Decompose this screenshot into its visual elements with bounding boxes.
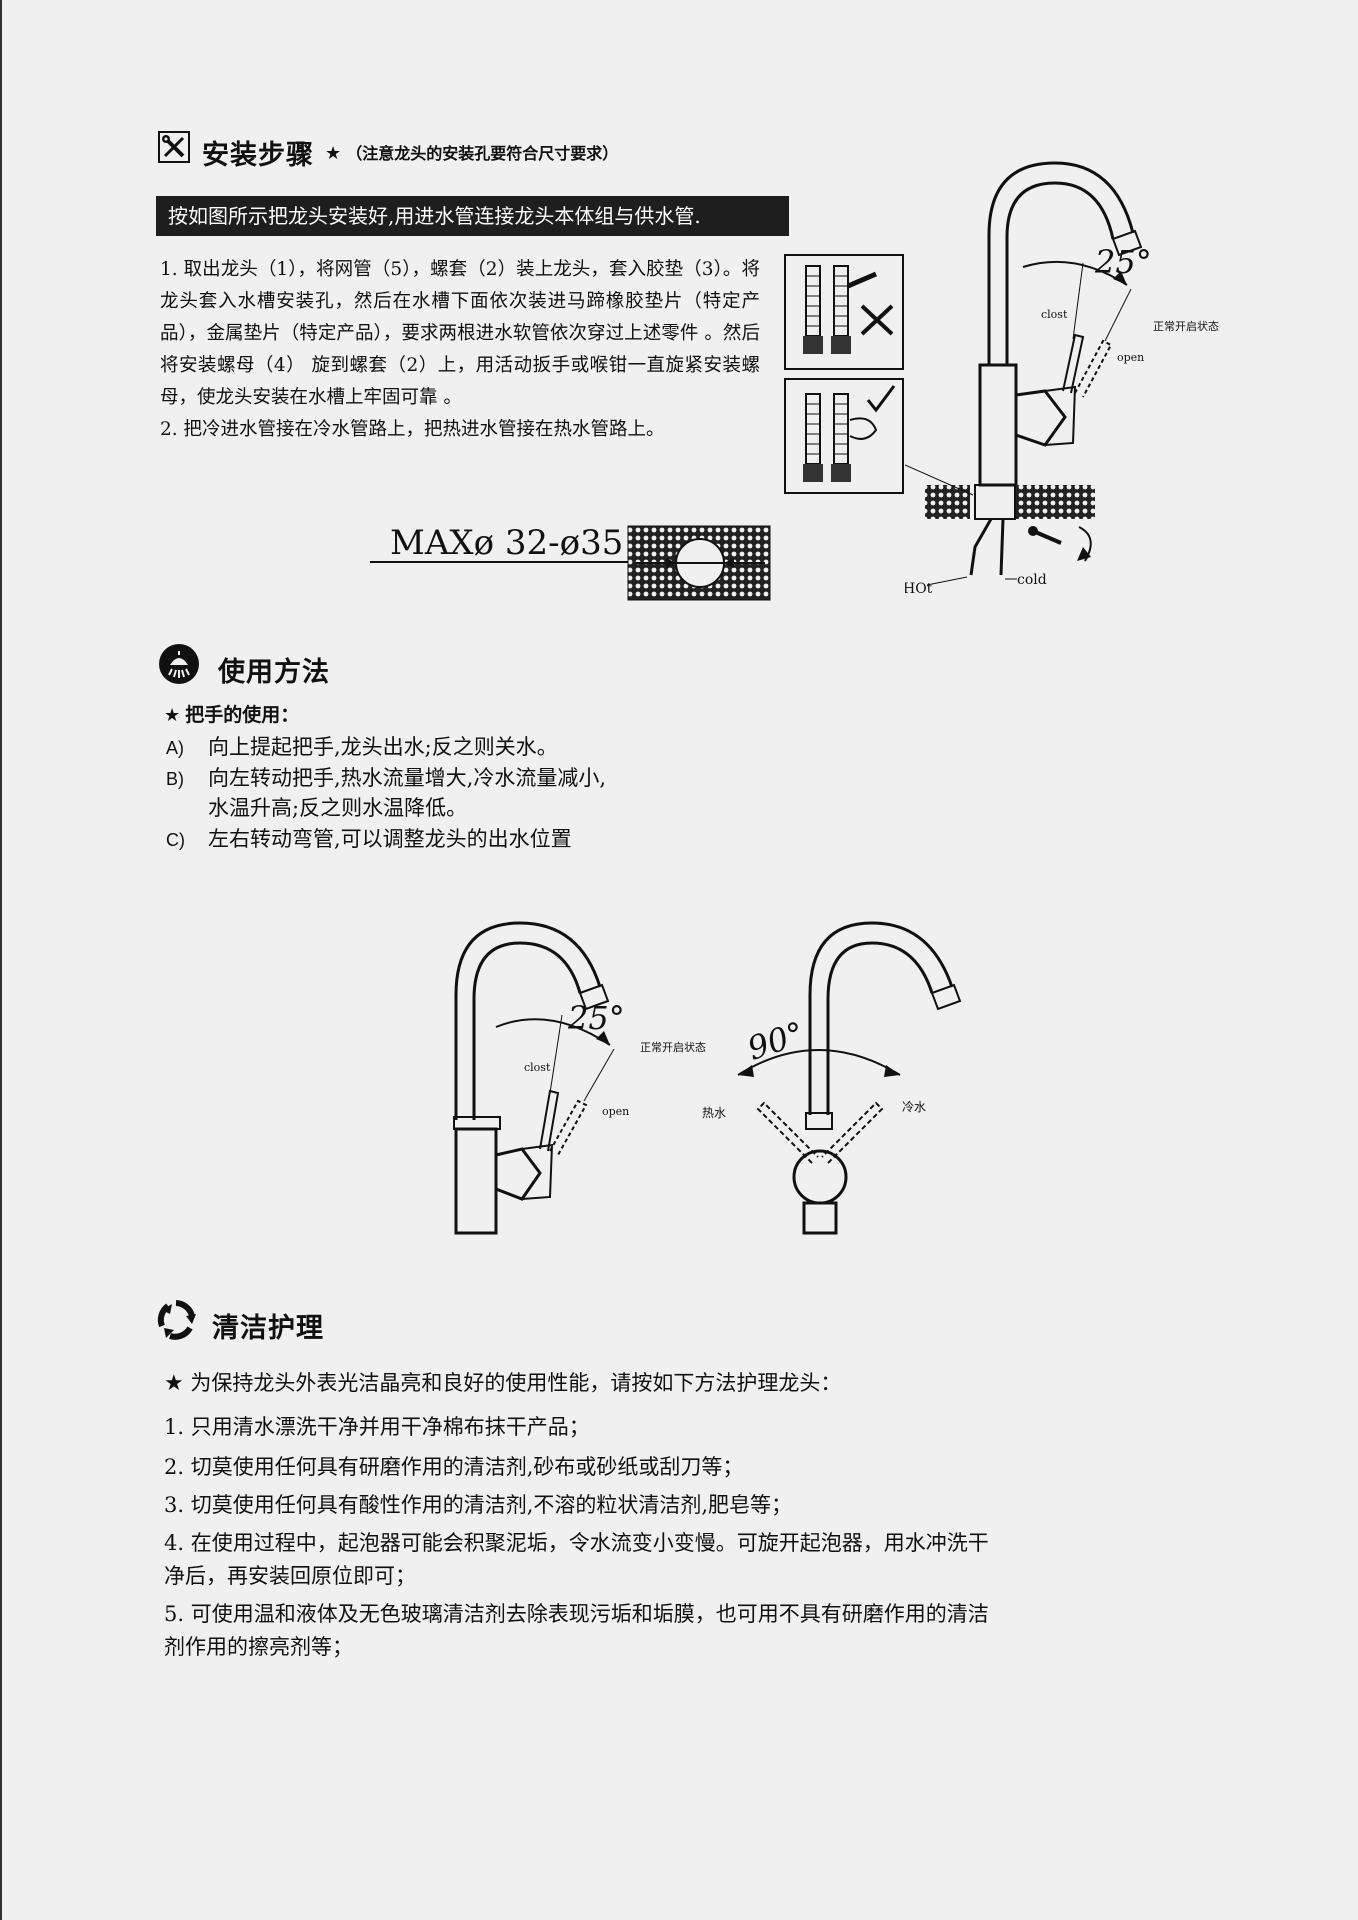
usage-closed-label: clost (524, 1061, 551, 1074)
usage-rotation-diagram: 90° 热水 冷水 (700, 915, 1030, 1240)
care-intro-line: ★ 为保持龙头外表光洁晶亮和良好的使用性能，请按如下方法护理龙头： (164, 1367, 1024, 1397)
usage-item-text: 水温升高;反之则水温降低。 (208, 796, 468, 820)
install-note-line: ★ （注意龙头的安装孔要符合尺寸要求） (325, 140, 618, 164)
shower-icon (158, 643, 200, 685)
install-normal-open-label: 正常开启状态 (1153, 319, 1219, 333)
install-steps: 1. 取出龙头（1），将网管（5），螺套（2）装上龙头，套入胶垫（3）。将龙头套… (160, 254, 760, 446)
install-title: 安装步骤 (202, 140, 314, 171)
usage-item-text: 向左转动把手,热水流量增大,冷水流量减小, (208, 766, 607, 790)
install-banner: 按如图所示把龙头安装好,用进水管连接龙头本体组与供水管. (156, 196, 789, 236)
usage-item-b-cont: 水温升高;反之则水温降低。 (208, 792, 467, 822)
usage-angle-90-label: 90° (743, 1014, 809, 1068)
hose-wrong-panel (784, 254, 904, 370)
care-intro: 为保持龙头外表光洁晶亮和良好的使用性能，请按如下方法护理龙头： (190, 1371, 842, 1395)
install-hot-label: HOt (905, 581, 933, 595)
tools-icon (158, 131, 190, 163)
care-item-4: 4. 在使用过程中，起泡器可能会积聚泥垢，令水流变小变慢。可旋开起泡器，用水冲洗… (164, 1531, 989, 1588)
star-icon: ★ (164, 705, 181, 726)
usage-item-label: B) (166, 769, 184, 789)
usage-item-text: 左右转动弯管,可以调整龙头的出水位置 (208, 827, 572, 851)
usage-item-text: 向上提起把手,龙头出水;反之则关水。 (208, 735, 558, 759)
care-title: 清洁护理 (212, 1313, 324, 1344)
hole-size-diagram: MAXø 32-ø35 (370, 518, 775, 603)
usage-normal-open-label: 正常开启状态 (640, 1040, 706, 1054)
usage-hot-label: 热水 (702, 1106, 726, 1120)
install-cold-label: cold (1017, 572, 1047, 588)
recycle-icon (156, 1300, 196, 1340)
care-item-5: 5. 可使用温和液体及无色玻璃清洁剂去除表现污垢和垢膜，也可用不具有研磨作用的清… (164, 1602, 989, 1659)
usage-subtitle: 把手的使用： (185, 704, 300, 726)
star-icon: ★ (164, 1371, 184, 1396)
usage-angle-25-label: 25° (567, 999, 625, 1037)
install-step-1: 1. 取出龙头（1），将网管（5），螺套（2）装上龙头，套入胶垫（3）。将龙头套… (160, 259, 760, 408)
install-angle-label: 25° (1094, 243, 1152, 281)
care-item-2: 2. 切莫使用任何具有研磨作用的清洁剂,砂布或砂纸或刮刀等； (164, 1455, 744, 1479)
page-edge (0, 0, 2, 1920)
usage-item-label: C) (166, 830, 185, 850)
hose-correct-panel (784, 378, 904, 494)
star-icon: ★ (325, 143, 342, 164)
care-item-3: 3. 切莫使用任何具有酸性作用的清洁剂,不溶的粒状清洁剂,肥皂等； (164, 1493, 793, 1517)
usage-item-label: A) (166, 738, 184, 758)
usage-title: 使用方法 (218, 657, 330, 688)
install-note: （注意龙头的安装孔要符合尺寸要求） (346, 144, 619, 163)
install-step-2: 2. 把冷进水管接在冷水管路上，把热进水管接在热水管路上。 (160, 419, 665, 440)
usage-subtitle-line: ★ 把手的使用： (164, 700, 299, 727)
usage-open-label: open (602, 1105, 629, 1118)
usage-item-a: A) 向上提起把手,龙头出水;反之则关水。 (166, 731, 558, 761)
care-item-1: 1. 只用清水漂洗干净并用干净棉布抹干产品； (164, 1415, 590, 1439)
max-diameter-label: MAXø 32-ø35 (390, 523, 623, 563)
usage-item-b: B) 向左转动把手,热水流量增大,冷水流量减小, (166, 762, 606, 792)
install-faucet-diagram: 25° clost open 正常开启状态 HOt cold (903, 155, 1235, 597)
install-closed-label: clost (1041, 308, 1068, 321)
install-open-label: open (1117, 351, 1144, 364)
usage-cold-label: 冷水 (902, 1100, 926, 1114)
usage-item-c: C) 左右转动弯管,可以调整龙头的出水位置 (166, 823, 572, 853)
usage-lever-diagram: 25° clost open 正常开启状态 (440, 915, 740, 1240)
